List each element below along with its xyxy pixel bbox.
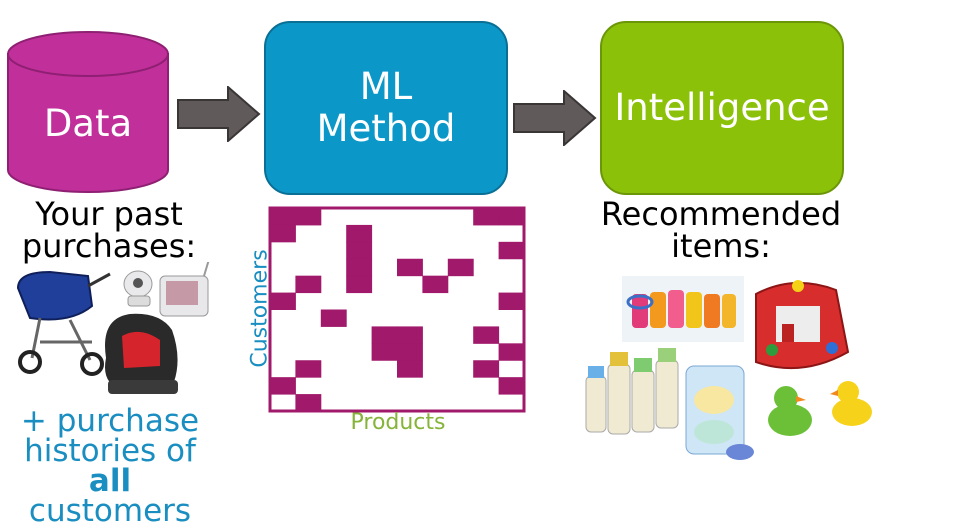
recommended-line1: Recommended: [600, 195, 842, 233]
intelligence-label: Intelligence: [614, 86, 830, 129]
past-purchases-line1: Your past: [35, 195, 183, 233]
matrix-cell: [270, 292, 296, 310]
matrix-cell: [397, 343, 423, 361]
matrix-cell: [397, 326, 423, 344]
histories-line2: histories of: [24, 433, 196, 469]
baby-monitor-image: [123, 262, 210, 317]
matrix-cell: [498, 241, 525, 260]
rubber-duck-green-image: [768, 386, 812, 436]
recommended-item-images: [585, 276, 872, 460]
matrix-cell: [498, 292, 525, 310]
matrix-cell: [371, 326, 398, 344]
intelligence-box: Intelligence: [600, 21, 844, 195]
data-cylinder: [7, 31, 169, 193]
pacifiers-image: [685, 365, 754, 460]
matrix-cell: [473, 326, 500, 344]
histories-line1: + purchase: [20, 403, 200, 439]
arrow-ml-to-intelligence: [513, 90, 597, 146]
recommended-caption: Recommended items:: [574, 198, 868, 262]
matrix-cell: [346, 224, 373, 243]
matrix-cell: [473, 208, 500, 226]
matrix-cell: [473, 360, 500, 378]
rubber-duck-yellow-image: [830, 381, 872, 426]
matrix-cell: [422, 275, 449, 294]
sippy-cups-image: [622, 276, 744, 342]
matrix-cell: [295, 394, 322, 412]
baby-bottles-image: [585, 348, 679, 435]
ml-method-box: ML Method: [264, 21, 508, 195]
matrix-cell: [270, 224, 296, 243]
matrix-x-label: Products: [350, 410, 446, 435]
past-purchase-images: [16, 262, 210, 394]
matrix-y-label: Customers: [247, 249, 273, 368]
matrix-cell: [295, 360, 322, 378]
matrix-cell: [270, 208, 296, 226]
matrix-cell: [371, 343, 398, 361]
matrix-cell: [498, 377, 525, 395]
past-purchases-line2: purchases:: [21, 227, 197, 265]
matrix-cell: [295, 208, 322, 226]
matrix-cell: [498, 343, 525, 361]
matrix-cell: [320, 309, 347, 327]
activity-toy-image: [755, 280, 850, 370]
matrix-cell: [270, 377, 296, 395]
stroller-image: [16, 270, 111, 376]
matrix-cell: [346, 258, 373, 277]
purchase-matrix: [268, 206, 526, 413]
arrow-data-to-ml: [177, 86, 261, 142]
matrix-cell: [397, 360, 423, 378]
histories-line4: customers: [28, 493, 192, 529]
matrix-cell: [346, 241, 373, 260]
matrix-cell: [498, 208, 525, 226]
ml-label-line2: Method: [316, 107, 456, 150]
past-purchases-caption: Your past purchases:: [8, 198, 210, 262]
matrix-cell: [295, 275, 322, 294]
matrix-cell: [397, 258, 423, 277]
histories-line3: all: [88, 463, 132, 499]
data-label: Data: [43, 102, 133, 145]
matrix-cell: [346, 275, 373, 294]
recommended-line2: items:: [671, 227, 771, 265]
ml-label-line1: ML: [359, 65, 413, 108]
purchase-histories-text: + purchase histories of all customers: [4, 403, 216, 529]
matrix-cell: [447, 258, 474, 277]
car-seat-image: [105, 313, 178, 394]
